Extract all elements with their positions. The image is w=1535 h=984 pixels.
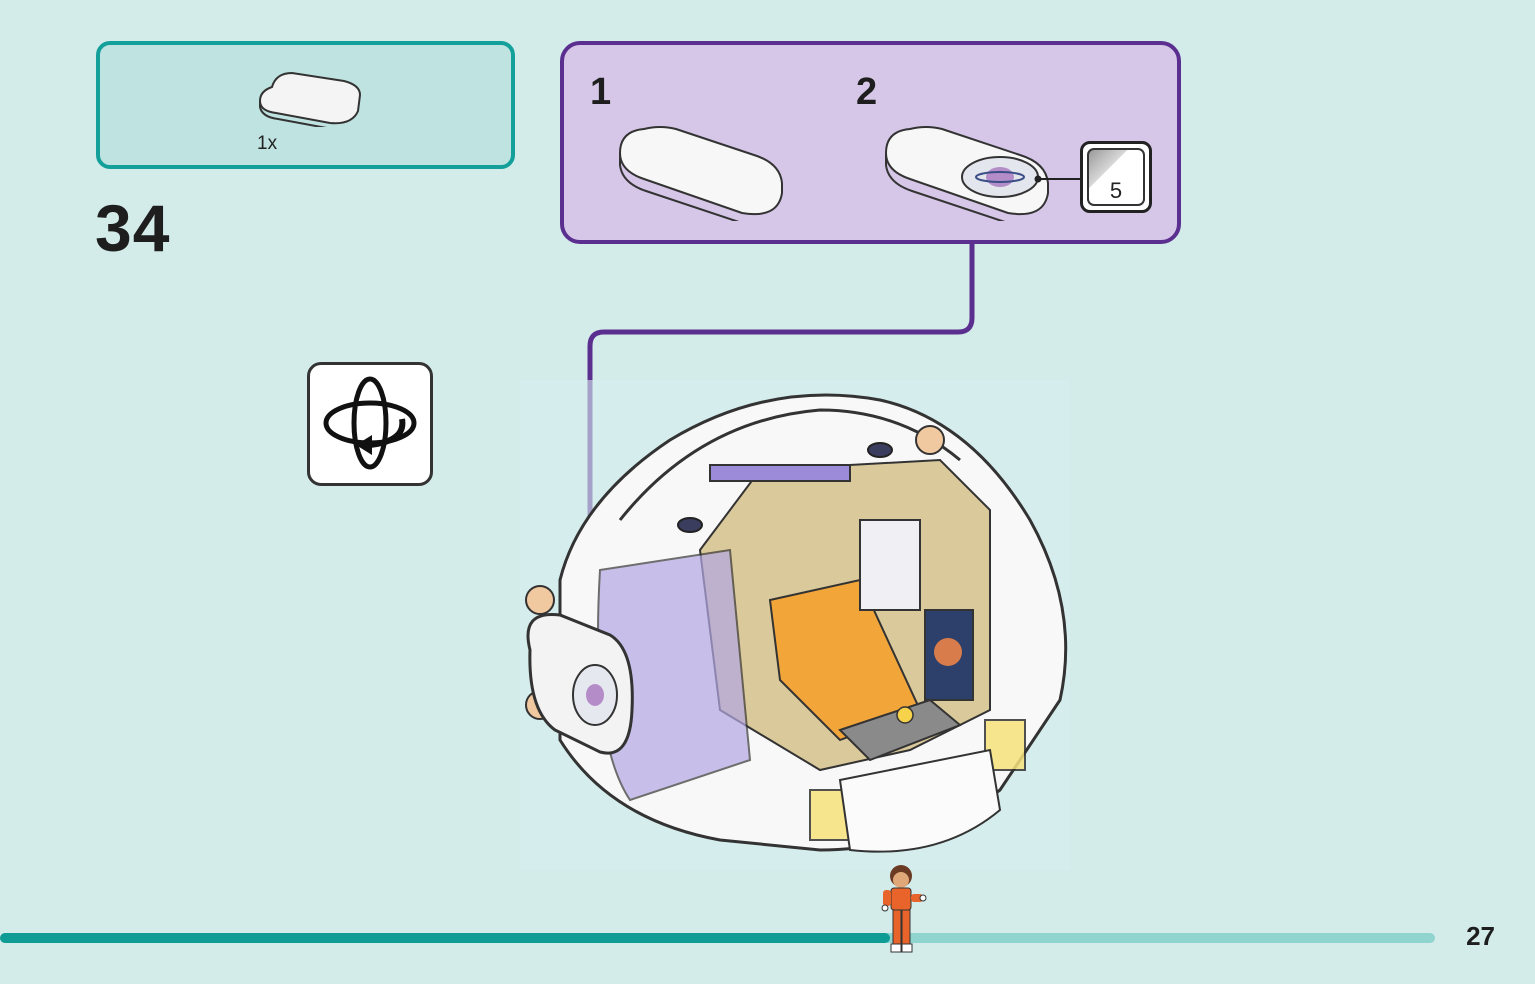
part-quantity: 1x (257, 133, 278, 154)
sub-step-2-number: 2 (856, 71, 878, 113)
progress-bar-fill (0, 933, 890, 943)
sticker-leader-line (1034, 175, 1082, 183)
minifigure-progress-marker (881, 865, 927, 953)
step-number: 34 (95, 191, 171, 265)
page-number: 27 (1466, 921, 1495, 951)
sticker-badge: 5 (1080, 141, 1152, 213)
parts-callout: 1x (96, 41, 515, 169)
white-rounded-tile-icon (258, 71, 362, 127)
sub-step-1-number: 1 (590, 71, 612, 113)
tile-with-planet-sticker-icon (884, 126, 1049, 221)
sticker-sheet-icon (1087, 148, 1145, 206)
sub-assembly-callout: 1 2 5 (560, 41, 1181, 244)
rotate-model-icon (307, 362, 433, 486)
progress-bar (0, 933, 1435, 943)
space-pod-model (520, 380, 1070, 870)
tile-plain-icon (618, 126, 783, 221)
sticker-number: 5 (1109, 178, 1123, 203)
